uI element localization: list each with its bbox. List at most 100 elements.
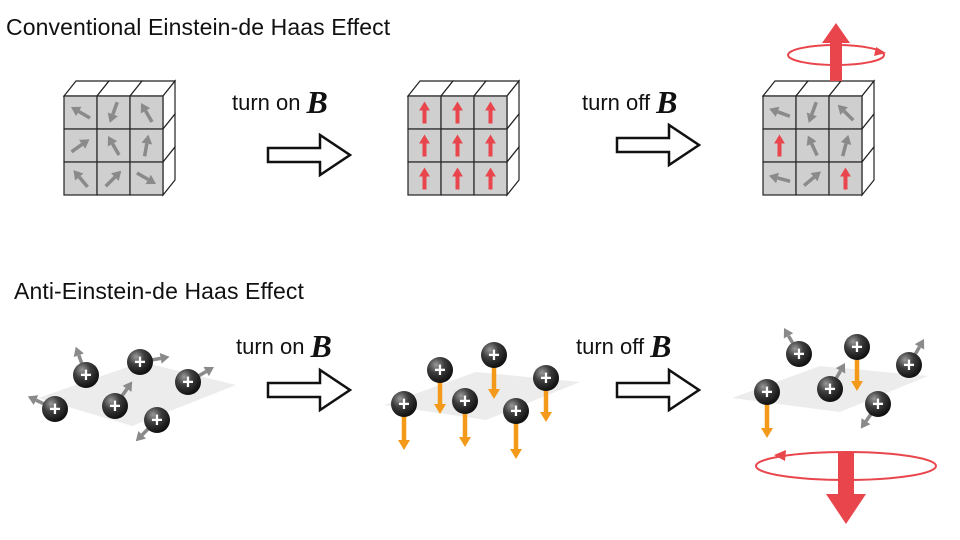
spin-arrow bbox=[769, 106, 791, 118]
spin-arrow bbox=[136, 171, 157, 185]
particle: + bbox=[175, 369, 201, 395]
particle: + bbox=[786, 341, 812, 367]
particle-layer: + + + + + + + + + + + + + + + + + + bbox=[27, 328, 925, 459]
spin-arrow-aligned bbox=[851, 359, 863, 391]
particle: + bbox=[844, 334, 870, 360]
spin-arrow bbox=[140, 102, 154, 123]
turn-off-text: turn off bbox=[576, 334, 645, 359]
spin-arrow-random bbox=[151, 353, 170, 364]
particle: + bbox=[127, 349, 153, 375]
spin-arrow-random bbox=[834, 363, 846, 380]
spin-arrow bbox=[806, 135, 819, 157]
turn-on-text: turn on bbox=[232, 90, 301, 115]
particle: + bbox=[391, 391, 417, 417]
spin-arrow bbox=[419, 101, 430, 124]
particle-sign: + bbox=[761, 382, 773, 404]
spin-arrow-random bbox=[913, 339, 925, 356]
particle-sign: + bbox=[134, 352, 146, 374]
rotation-ring-arrowhead bbox=[774, 450, 786, 461]
plane-middle bbox=[384, 372, 580, 420]
spin-arrow-random bbox=[27, 395, 45, 406]
particle-ball bbox=[42, 396, 68, 422]
plane-layer bbox=[38, 362, 928, 426]
spin-arrow bbox=[806, 101, 818, 123]
spin-arrow-random bbox=[783, 328, 795, 345]
spin-arrow bbox=[141, 134, 153, 157]
spin-arrow bbox=[837, 104, 855, 122]
spin-arrow bbox=[452, 101, 463, 124]
spin-arrow bbox=[107, 135, 121, 156]
particle-sign: + bbox=[434, 360, 446, 382]
spin-arrow-random bbox=[860, 412, 873, 429]
spin-arrow-aligned bbox=[510, 423, 522, 459]
particle-ball bbox=[896, 352, 922, 378]
spin-arrow bbox=[452, 134, 463, 157]
spin-arrow bbox=[70, 106, 91, 120]
particle-sign: + bbox=[824, 379, 836, 401]
spin-arrow-aligned bbox=[540, 390, 552, 422]
particle-ball bbox=[481, 342, 507, 368]
spin-arrow bbox=[107, 101, 119, 123]
particle-ball bbox=[73, 362, 99, 388]
particle-sign: + bbox=[151, 410, 163, 432]
particle-ball bbox=[127, 349, 153, 375]
cube-layer bbox=[62, 79, 876, 197]
spin-arrow-aligned bbox=[398, 416, 410, 450]
cube-relaxed-spins bbox=[761, 79, 876, 197]
process-arrow-bottom-1 bbox=[266, 367, 353, 413]
spin-arrow bbox=[419, 134, 430, 157]
rotation-ring-arrowhead bbox=[874, 47, 886, 56]
particle: + bbox=[102, 393, 128, 419]
spin-arrow bbox=[802, 171, 821, 187]
particle-sign: + bbox=[398, 394, 410, 416]
particle: + bbox=[533, 365, 559, 391]
spin-arrow bbox=[485, 134, 496, 157]
spin-arrow-aligned bbox=[459, 413, 471, 447]
particle-sign: + bbox=[182, 372, 194, 394]
particle: + bbox=[452, 388, 478, 414]
particle-ball bbox=[865, 391, 891, 417]
field-b-symbol: B bbox=[656, 84, 678, 120]
net-rotation-arrow-shaft bbox=[838, 452, 854, 494]
particle-sign: + bbox=[488, 345, 500, 367]
particle: + bbox=[817, 376, 843, 402]
particle: + bbox=[865, 391, 891, 417]
particle: + bbox=[896, 352, 922, 378]
particle-ball bbox=[175, 369, 201, 395]
particle-sign: + bbox=[793, 344, 805, 366]
particle-sign: + bbox=[851, 337, 863, 359]
cube-random-spins bbox=[62, 79, 177, 197]
spin-arrow bbox=[70, 139, 90, 154]
spin-arrow bbox=[104, 170, 122, 188]
rotation-ring-front bbox=[755, 465, 937, 481]
cube-front-cell bbox=[129, 95, 164, 130]
spin-arrow bbox=[452, 167, 463, 190]
net-rotation-arrow-shaft bbox=[830, 43, 842, 81]
spin-arrow bbox=[485, 167, 496, 190]
particle-ball bbox=[144, 407, 170, 433]
particle-sign: + bbox=[510, 401, 522, 423]
particle: + bbox=[427, 357, 453, 383]
turn-off-text: turn off bbox=[582, 90, 651, 115]
particle-ball bbox=[391, 391, 417, 417]
particle-sign: + bbox=[49, 399, 61, 421]
top-title: Conventional Einstein-de Haas Effect bbox=[6, 14, 391, 40]
particle-sign: + bbox=[540, 368, 552, 390]
particle-sign: + bbox=[80, 365, 92, 387]
spin-arrow-random bbox=[135, 427, 150, 442]
particle-ball bbox=[817, 376, 843, 402]
net-rotation-arrow-head bbox=[822, 23, 850, 43]
bottom-title: Anti-Einstein-de Haas Effect bbox=[14, 278, 305, 304]
spin-arrow bbox=[840, 134, 852, 157]
net-rotation-arrow-head bbox=[826, 494, 866, 524]
particle: + bbox=[73, 362, 99, 388]
particle-ball bbox=[844, 334, 870, 360]
process-arrow-top-2 bbox=[615, 122, 702, 168]
process-arrow-bottom-2 bbox=[615, 367, 702, 413]
particle-ball bbox=[102, 393, 128, 419]
field-b-symbol: B bbox=[650, 328, 672, 364]
particle-sign: + bbox=[903, 355, 915, 377]
